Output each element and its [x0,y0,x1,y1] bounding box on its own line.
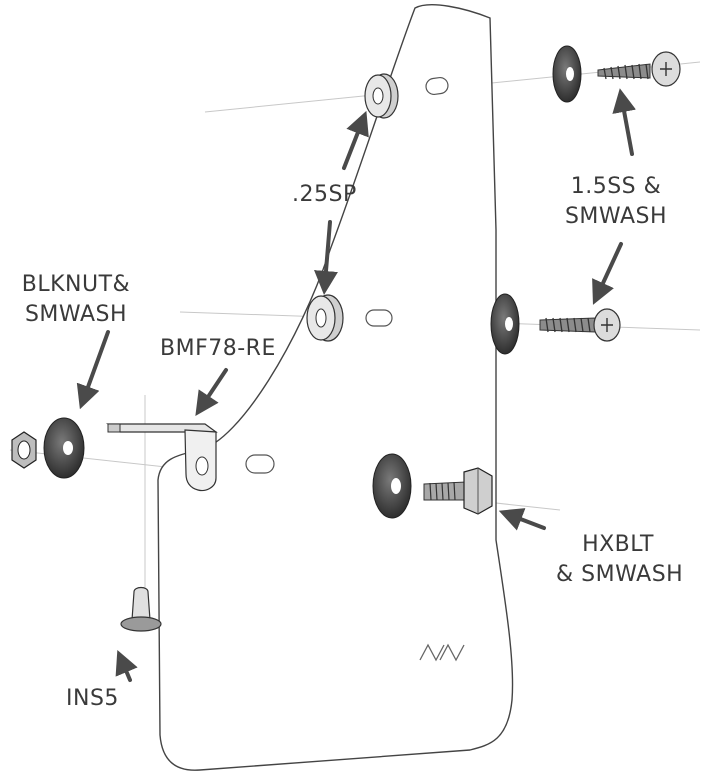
arrow-nut [76,330,110,410]
washer-left [43,417,85,479]
slot-middle [365,309,393,327]
arrow-screw-top [612,88,636,156]
label-nut-line2: SMWASH [24,302,128,327]
brand-logo [419,643,465,662]
label-bolt-line2: & SMWASH [556,562,684,587]
label-clip: INS5 [66,686,119,711]
screw-middle [539,308,621,342]
flap-slots [245,76,449,474]
slot-bottom [245,454,275,474]
screw-top [597,51,681,87]
label-screw-line1: 1.5SS & [570,174,662,199]
nut-left [11,431,37,469]
label-nut-line1: BLKNUT& [21,272,131,297]
bracket-part [106,423,218,492]
hex-bolt [423,467,493,515]
mud-flap-panel [157,4,514,771]
arrow-spacer-middle [314,220,338,295]
arrow-clip [115,649,138,682]
label-bracket: BMF78-RE [160,336,276,361]
arrow-spacer-top [342,110,369,170]
label-bolt-line1: HXBLT [582,532,654,557]
leader-arrows [76,88,636,682]
washer-bottom [372,453,412,519]
spacer-top [364,73,399,119]
washer-middle [490,293,520,355]
arrow-bracket [195,368,228,416]
slot-top [425,76,449,96]
label-spacer: .25SP [292,182,357,207]
arrow-screw-middle [592,242,623,305]
washer-top [552,45,582,103]
label-screw-line2: SMWASH [564,204,668,229]
push-clip [120,586,162,632]
spacer-middle [306,294,344,342]
arrow-bolt [498,508,546,531]
